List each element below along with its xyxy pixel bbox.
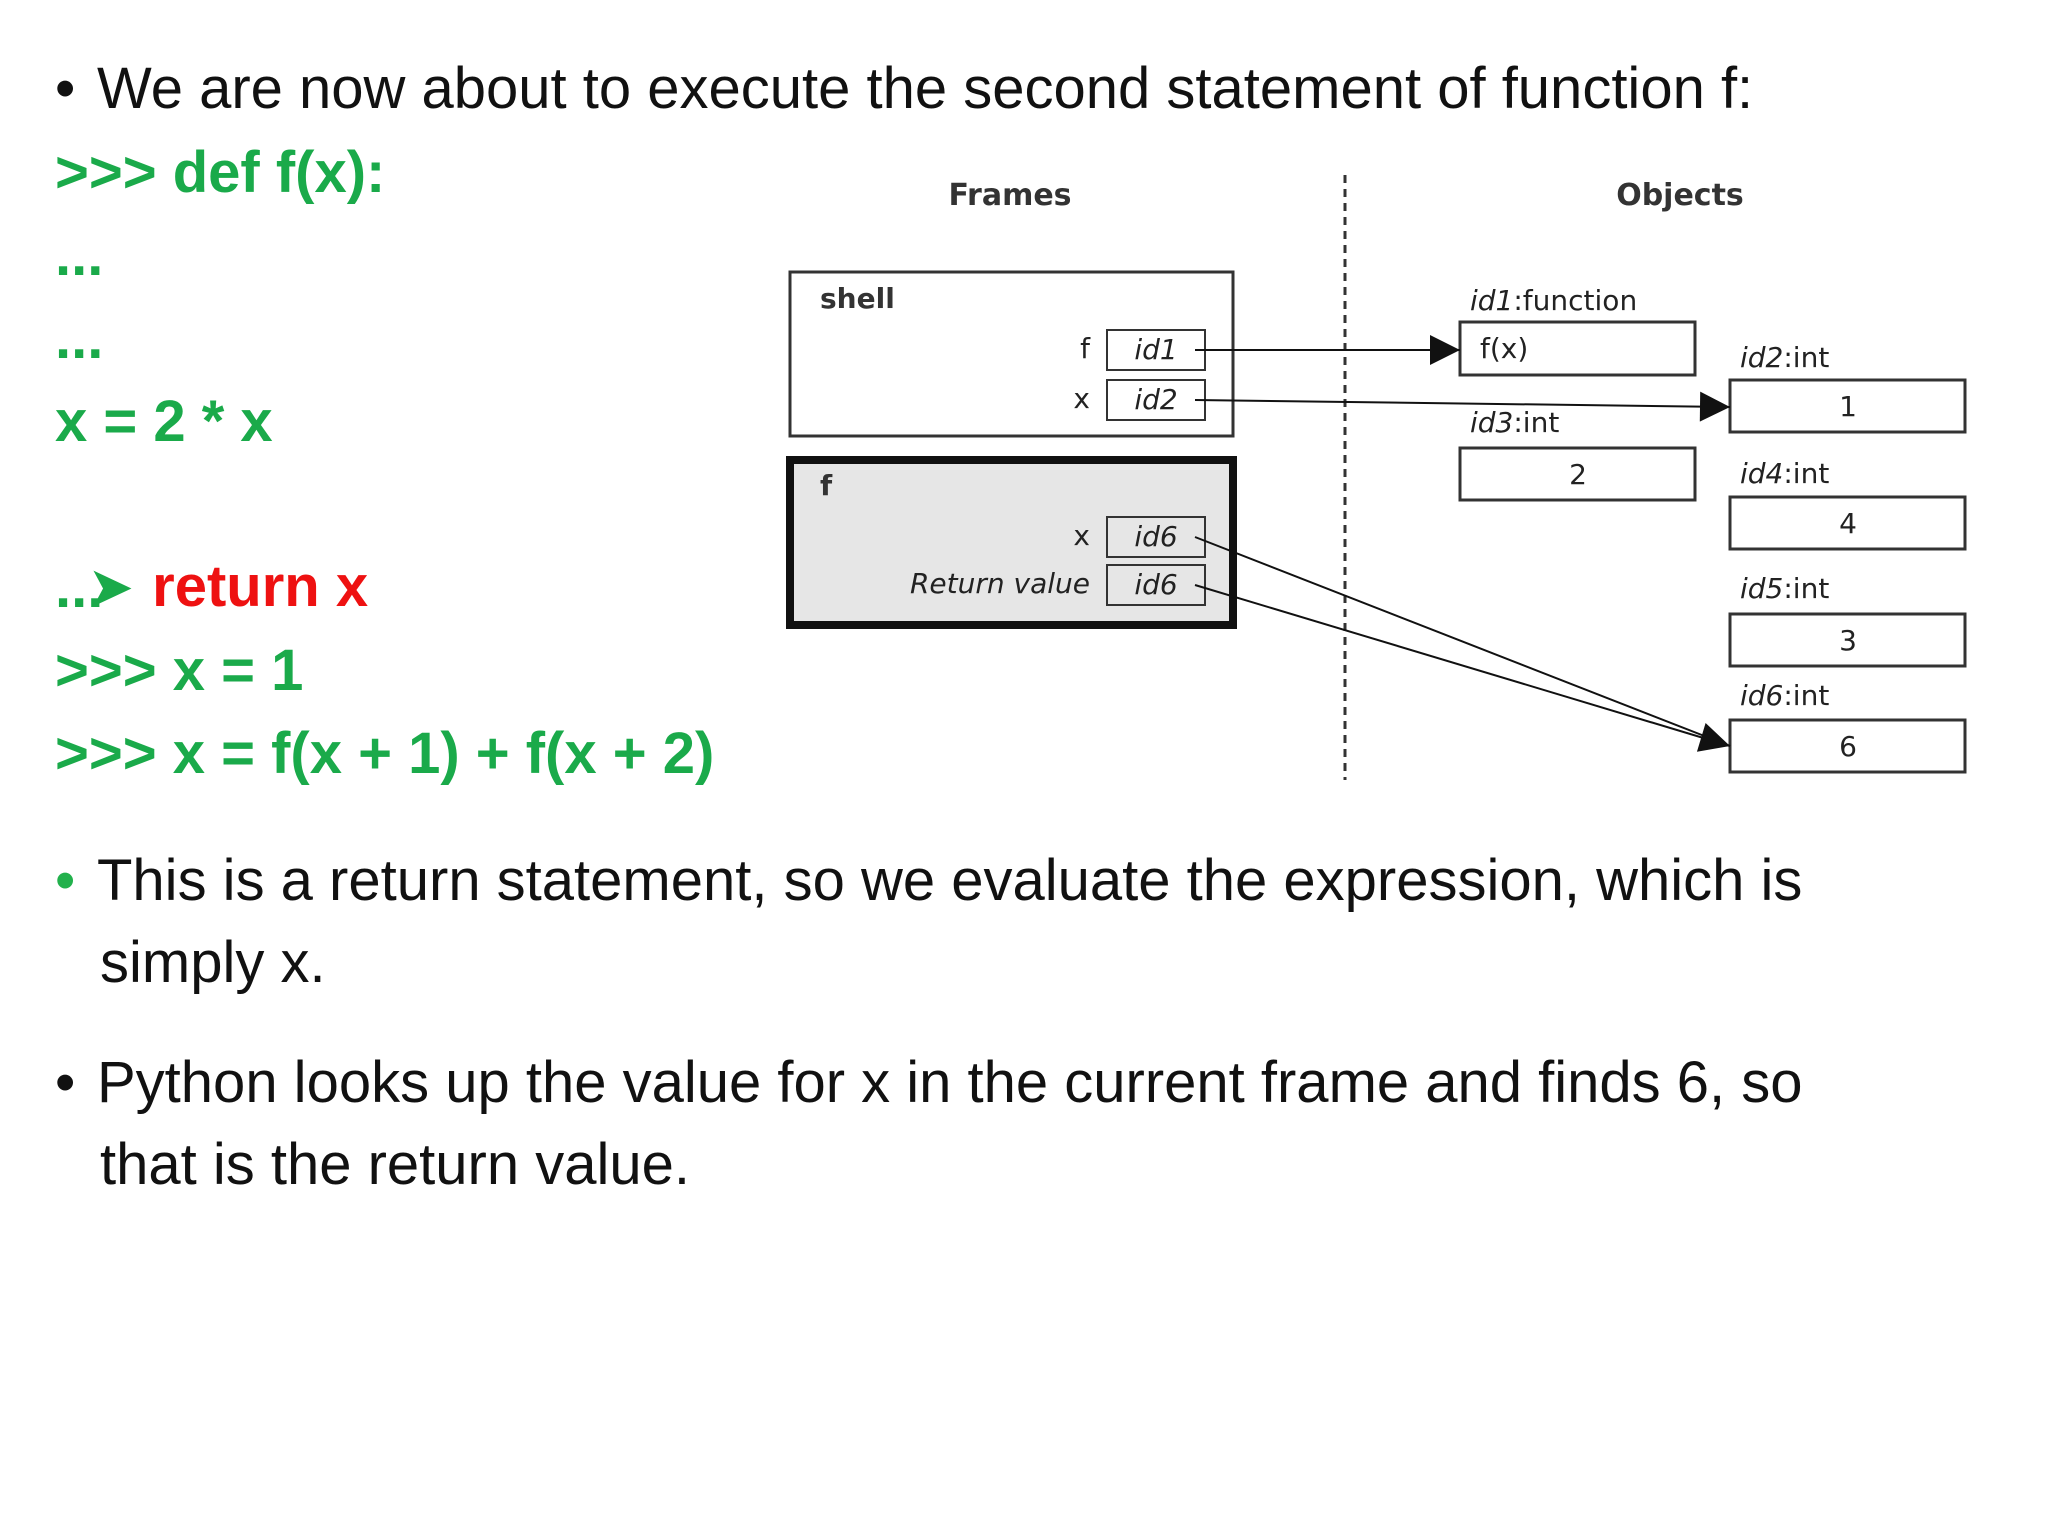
shell-frame-title: shell [820,282,895,315]
frames-header: Frames [948,178,1071,213]
object-id1: id1:function f(x) [1458,284,1697,377]
return-statement-bullet: • This is a return statement, so we evalu… [55,840,1802,922]
code-line-ellipsis-1: ... [55,223,104,288]
code-line-ellipsis-2: ... [55,306,104,371]
code-line-call: >>> x = f(x + 1) + f(x + 2) [55,721,715,786]
object-id3-value: 2 [1569,458,1587,491]
f-frame-title: f [820,469,833,502]
object-id1-label: id1:function [1470,284,1637,317]
intro-bullet: • We are now about to execute the second … [55,48,1753,130]
object-id4-label: id4:int [1740,457,1829,490]
f-var-x-ref: id6 [1134,520,1177,553]
bullet-glyph: • [55,1050,76,1115]
object-id2-label: id2:int [1740,341,1829,374]
code-line-ellipsis-3: ... [55,555,104,620]
object-id6: id6:int 6 [1728,679,1967,774]
shell-var-f-ref: id1 [1134,333,1177,366]
object-id6-label: id6:int [1740,679,1829,712]
bullet-glyph-green: • [55,848,76,913]
f-frame: f x id6 Return value id6 [786,456,1237,629]
arrow-x-to-id2 [1194,391,1731,422]
object-id3-label: id3:int [1470,406,1559,439]
lookup-text-2: that is the return value. [100,1132,690,1197]
intro-text: We are now about to execute the second s… [97,56,1754,121]
object-id4: id4:int 4 [1728,457,1967,551]
object-id2: id2:int 1 [1728,341,1967,434]
f-var-x-name: x [1073,519,1090,552]
code-line-x-assign: >>> x = 1 [55,638,304,703]
lookup-bullet: • Python looks up the value for x in the … [55,1042,1803,1124]
f-var-return-ref: id6 [1134,568,1177,601]
shell-var-f-name: f [1080,332,1091,365]
code-line-def: >>> def f(x): [55,140,386,205]
arrow-return-to-id6 [1194,584,1731,752]
code-line-current: ➤ return x [55,464,368,628]
code-line-return: return x [152,554,369,619]
f-var-return-name: Return value [910,567,1090,600]
shell-var-x-name: x [1073,382,1090,415]
object-id3: id3:int 2 [1458,406,1697,502]
object-id2-value: 1 [1839,390,1857,423]
shell-var-x-ref: id2 [1134,383,1177,416]
return-statement-text-1: This is a return statement, so we evalua… [97,848,1803,913]
object-id6-value: 6 [1839,730,1857,763]
object-id5-value: 3 [1839,624,1857,657]
object-id4-value: 4 [1839,507,1857,540]
object-id5: id5:int 3 [1728,572,1967,668]
objects-header: Objects [1616,178,1744,213]
current-line-arrow-icon: ➤ [87,555,135,618]
shell-frame: shell f id1 x id2 [788,270,1235,438]
bullet-glyph: • [55,56,76,121]
code-line-assign: x = 2 * x [55,389,273,454]
object-id1-value: f(x) [1480,332,1528,365]
memory-model-diagram: Frames Objects shell f id1 x id2 f x id6… [786,175,1967,780]
object-id5-label: id5:int [1740,572,1829,605]
lookup-text-1: Python looks up the value for x in the c… [97,1050,1803,1115]
return-statement-text-2: simply x. [100,930,326,995]
arrow-fx-to-id6 [1194,536,1731,747]
